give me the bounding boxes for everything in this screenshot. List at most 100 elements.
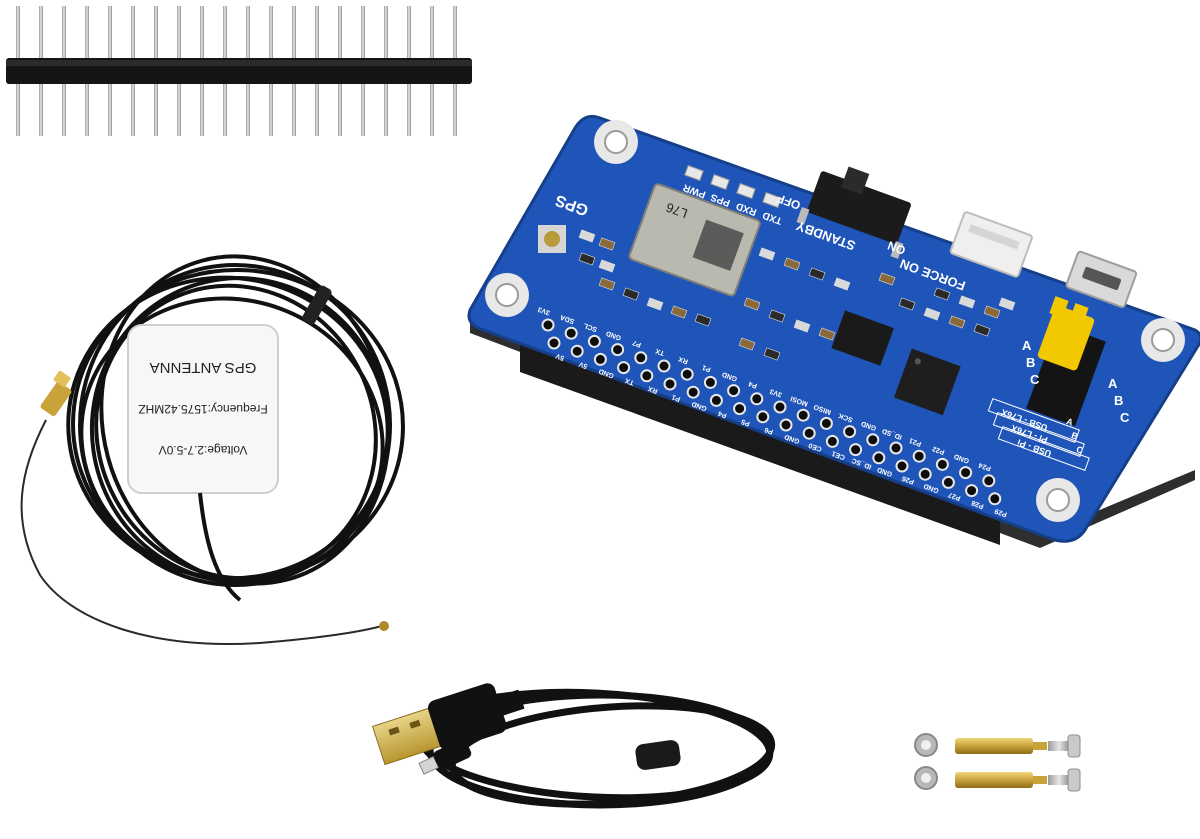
ic-chip-2	[893, 348, 961, 416]
gpio-hole	[849, 443, 863, 457]
gpio-hole	[779, 418, 793, 432]
white-connector	[949, 211, 1033, 278]
gpio-label-top: P1	[701, 363, 712, 373]
smd-part	[763, 347, 781, 361]
jumper-row-label-right: A	[1108, 376, 1118, 391]
smd-part	[598, 259, 616, 273]
gpio-hole	[872, 451, 886, 465]
smd-part	[793, 319, 811, 333]
jumper-table-key: C	[1075, 444, 1085, 456]
smd-part	[598, 237, 616, 251]
gpio-label-bottom: CE0	[808, 441, 823, 452]
smd-part	[622, 287, 640, 301]
gpio-label-top: GND	[721, 370, 738, 382]
gpio-hole	[593, 352, 607, 366]
gpio-hole	[703, 375, 717, 389]
gpio-hole	[680, 367, 694, 381]
usb-cable	[371, 683, 776, 809]
smd-part	[998, 297, 1016, 311]
gpio-hole	[918, 467, 932, 481]
status-led	[736, 182, 756, 200]
gpio-hole	[941, 475, 955, 489]
gpio-hole	[733, 402, 747, 416]
status-led	[710, 173, 730, 191]
gpio-hole	[895, 459, 909, 473]
gpio-hole	[912, 449, 926, 463]
brass-standoff-2	[955, 772, 1047, 788]
smd-part	[923, 307, 941, 321]
smd-part	[898, 297, 916, 311]
gpio-label-top: GND	[860, 419, 877, 431]
switch-on-label: ON	[886, 238, 908, 257]
smd-part	[958, 295, 976, 309]
gpio-hole	[935, 457, 949, 471]
ferrite-core	[635, 740, 681, 770]
status-led	[684, 164, 704, 182]
jumper-row-label-left: A	[1022, 338, 1032, 353]
gpio-label-top: TX	[654, 347, 665, 357]
gpio-label-bottom: GND	[784, 433, 801, 445]
gpio-hole	[686, 385, 700, 399]
status-led	[762, 191, 782, 209]
pigtail-cable	[20, 419, 383, 645]
gpio-hole	[640, 369, 654, 383]
gpio-hole	[982, 474, 996, 488]
antenna-patch: GPS ANTENNA Frequency:1575.42MHZ Voltage…	[127, 324, 279, 494]
gpio-label-top: P4	[748, 380, 759, 390]
sma-connector	[40, 370, 72, 417]
gpio-hole	[570, 344, 584, 358]
gpio-hole	[988, 492, 1002, 506]
jumper-table-key: A	[1065, 416, 1075, 428]
smd-part	[646, 297, 664, 311]
ic-chip-1	[831, 310, 894, 366]
l76-gps-module: L76	[628, 183, 761, 297]
smd-components	[578, 229, 1016, 361]
gpio-label-top: GND	[953, 452, 970, 464]
gpio-hole	[611, 343, 625, 357]
usb-a-plug	[371, 683, 525, 766]
gpio-hole	[773, 400, 787, 414]
gpio-label-bottom: GND	[923, 482, 940, 494]
brass-standoff-1	[955, 738, 1047, 754]
mounting-holes	[485, 120, 1185, 522]
jumper-table-key: B	[1070, 430, 1080, 442]
gpio-label-top: SCL	[582, 321, 598, 333]
jumper-row-label-left: C	[1030, 372, 1040, 387]
gpio-label-top: GND	[605, 329, 622, 341]
gpio-hole	[727, 384, 741, 398]
antenna-frequency: Frequency:1575.42MHZ	[138, 402, 267, 416]
standoffs-and-screws	[914, 733, 1081, 792]
smd-part	[808, 267, 826, 281]
gpio-label-top: P21	[908, 436, 922, 447]
gpio-label-bottom: CE1	[831, 449, 846, 460]
gpio-labels-bottom: 5V5VGNDTXRXP1GNDP4P5P6GNDCE0CE1ID_SCGNDP…	[555, 352, 1008, 518]
gpio-label-top: 3V3	[769, 387, 783, 398]
smd-part	[833, 277, 851, 291]
gpio-hole	[889, 441, 903, 455]
smd-part	[578, 252, 596, 266]
nut-2	[914, 766, 938, 790]
gpio-hole	[965, 484, 979, 498]
jumper-table-row	[997, 425, 1090, 471]
gpio-label-bottom: P1	[671, 393, 682, 403]
gpio-label-bottom: P6	[764, 426, 775, 436]
jumper-block	[1026, 296, 1106, 427]
smd-part	[768, 309, 786, 323]
gpio-hole	[657, 359, 671, 373]
standby-switch	[796, 166, 911, 259]
gpio-label-top: SCK	[838, 411, 854, 423]
gpio-hole	[802, 426, 816, 440]
gpio-hole	[663, 377, 677, 391]
jumper-row-label-left: B	[1026, 355, 1035, 370]
gpio-label-bottom: TX	[624, 376, 635, 386]
gpio-label-bottom: GND	[691, 400, 708, 412]
smd-part	[578, 229, 596, 243]
smd-part	[743, 297, 761, 311]
gpio-label-bottom: 5V	[555, 352, 566, 362]
smd-part	[983, 305, 1001, 319]
screw-2	[1048, 768, 1081, 792]
gpio-hole	[547, 336, 561, 350]
